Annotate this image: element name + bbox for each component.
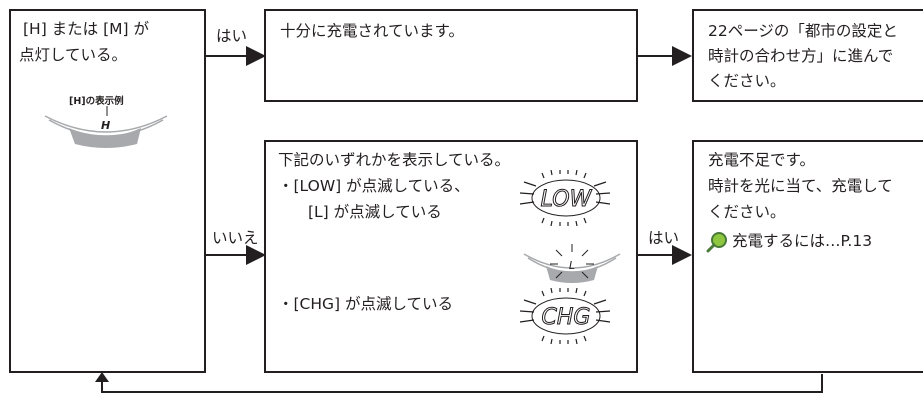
no-label: いいえ: [212, 229, 259, 247]
yes-label-top: はい: [216, 27, 248, 45]
display-conditions-box: 下記のいずれかを表示している。 ・[LOW] が点滅している、 [L] が点滅し…: [264, 140, 638, 373]
charged-text: 十分に充電されています。: [280, 22, 464, 40]
condition-line-1: [H] または [M] が: [23, 20, 149, 38]
condition-item-1-sub: [L] が点滅している: [308, 203, 442, 221]
condition-box: [H] または [M] が 点灯している。 [H]の表示例 H: [9, 9, 206, 373]
lcd-l-flashing-icon: L: [523, 244, 621, 283]
condition-item-2: ・[CHG] が点滅している: [278, 295, 454, 313]
lcd-chg-text: CHG: [542, 305, 591, 330]
watch-dial-example-icon: [44, 106, 168, 148]
condition-line-2: 点灯している。: [19, 46, 128, 64]
low-charge-line-3: ください。: [708, 203, 786, 221]
charged-box: 十分に充電されています。: [264, 9, 638, 102]
next-step-box: 22ページの「都市の設定と 時計の合わせ方」に進んで ください。: [692, 9, 923, 102]
example-letter: H: [101, 119, 111, 132]
charging-reference[interactable]: 充電するには…P.13: [732, 232, 873, 250]
yes-label-mid: はい: [648, 229, 680, 247]
condition-item-1: ・[LOW] が点滅している、: [278, 177, 470, 195]
next-step-line-2: 時計の合わせ方」に進んで: [708, 47, 894, 65]
low-charge-line-2: 時計を光に当て、充電して: [708, 177, 893, 195]
next-step-line-3: ください。: [708, 72, 786, 90]
magnifier-icon: [706, 232, 727, 253]
lcd-low-text: LOW: [541, 187, 593, 212]
lcd-l-text: L: [569, 259, 575, 272]
low-charge-box: 充電不足です。 時計を光に当て、充電して ください。 充電するには…P.13: [692, 140, 923, 373]
loop-back-line: [101, 374, 823, 393]
example-caption: [H]の表示例: [69, 96, 124, 107]
next-step-line-1: 22ページの「都市の設定と: [708, 22, 898, 40]
display-conditions-title: 下記のいずれかを表示している。: [278, 151, 511, 169]
lcd-low-flashing-icon: LOW: [519, 170, 611, 226]
lcd-chg-flashing-icon: CHG: [519, 288, 611, 344]
low-charge-line-1: 充電不足です。: [708, 151, 815, 169]
loop-back-arrowhead: [95, 372, 109, 382]
